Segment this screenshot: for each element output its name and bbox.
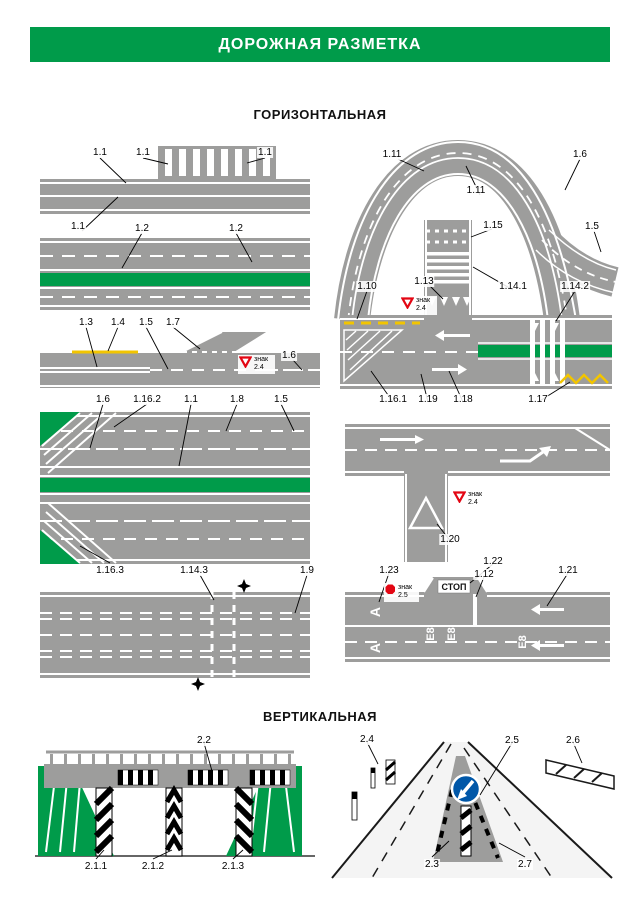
diagram-divided-highway [40, 412, 310, 564]
signal-cross-icon [237, 579, 251, 593]
marking-label: 1.5 [138, 317, 154, 328]
marking-label: 1.15 [482, 220, 504, 231]
give-way-sign-icon [239, 356, 252, 368]
marking-label: 1.8 [229, 394, 245, 405]
marking-label: 1.1 [257, 147, 273, 158]
marking-label: 1.20 [439, 534, 461, 545]
route-number-marking: Е8 [425, 627, 437, 640]
marking-label: 1.1 [135, 147, 151, 158]
marking-label: 2.1.3 [220, 861, 246, 872]
route-number-marking: Е8 [446, 627, 458, 640]
marking-label: 1.5 [273, 394, 289, 405]
marking-label: 1.9 [299, 565, 315, 576]
marking-label: 2.5 [504, 735, 520, 746]
marking-label: 1.6 [281, 350, 297, 361]
give-way-sign-note: знак 2.4 [238, 355, 275, 374]
diagram-perspective-road-vertical-marking [331, 741, 615, 879]
marking-label: 1.19 [417, 394, 439, 405]
diagram-stop-line-road: СТОП А А Е8 Е8 Е8 [345, 577, 610, 662]
marking-label: 1.2 [228, 223, 244, 234]
diagram-t-junction-stem [404, 470, 448, 562]
give-way-sign-note: знак 2.4 [452, 490, 489, 509]
diagram-bridge-vertical-marking [35, 750, 315, 857]
bus-lane-letter-marking: А [367, 643, 383, 653]
give-way-sign-icon [453, 491, 466, 503]
marking-label: 2.1.2 [140, 861, 166, 872]
marking-label: 1.11 [465, 185, 487, 196]
section-title-vertical: ВЕРТИКАЛЬНАЯ [263, 709, 377, 724]
give-way-sign-icon [401, 297, 414, 309]
stop-word-marking: СТОП [441, 582, 466, 592]
marking-label: 2.7 [517, 859, 533, 870]
marking-label: 1.4 [110, 317, 126, 328]
marking-label: 1.6 [572, 149, 588, 160]
marking-label: 2.2 [196, 735, 212, 746]
diagram-fork-road [40, 331, 320, 388]
diagram-overpass-loop [334, 139, 619, 323]
give-way-sign-note: знак 2.4 [400, 296, 437, 315]
marking-label: 2.1.1 [83, 861, 109, 872]
marking-label: 2.4 [359, 734, 375, 745]
marking-label: 2.6 [565, 735, 581, 746]
marking-label: 1.13 [413, 276, 435, 287]
marking-label: 1.3 [78, 317, 94, 328]
bus-lane-letter-marking: А [367, 607, 383, 617]
diagram-road-with-median [40, 238, 310, 310]
diagram-intersection [340, 220, 612, 389]
route-number-marking: Е8 [517, 635, 529, 648]
marking-label: 1.5 [584, 221, 600, 232]
marking-label: 1.11 [381, 149, 403, 160]
poster-header: ДОРОЖНАЯ РАЗМЕТКА [30, 27, 610, 62]
marking-label: 1.1 [183, 394, 199, 405]
marking-label: 1.16.1 [378, 394, 408, 405]
marking-label: 1.2 [134, 223, 150, 234]
marking-label: 1.14.1 [498, 281, 528, 292]
signal-cross-icon [191, 677, 205, 691]
diagram-road-with-crosswalk [40, 146, 310, 214]
stop-sign-note: знак 2.5 [384, 583, 419, 602]
diagram-reversible-road [40, 579, 310, 691]
marking-label: 1.16.3 [95, 565, 125, 576]
marking-label: 1.6 [95, 394, 111, 405]
marking-label: 1.23 [378, 565, 400, 576]
marking-label: 1.17 [527, 394, 549, 405]
marking-label: 1.10 [356, 281, 378, 292]
marking-label: 1.16.2 [132, 394, 162, 405]
marking-label: 1.18 [452, 394, 474, 405]
stop-sign-icon [385, 584, 395, 594]
poster-title: ДОРОЖНАЯ РАЗМЕТКА [218, 35, 422, 53]
marking-label: 1.14.2 [560, 281, 590, 292]
marking-label: 1.21 [557, 565, 579, 576]
marking-label: 1.7 [165, 317, 181, 328]
marking-label: 1.22 [482, 556, 504, 567]
marking-label: 1.12 [473, 569, 495, 580]
diagram-lane-merge-road [345, 424, 611, 476]
marking-label: 2.3 [424, 859, 440, 870]
marking-label: 1.14.3 [179, 565, 209, 576]
section-title-horizontal: ГОРИЗОНТАЛЬНАЯ [253, 107, 387, 122]
marking-label: 1.1 [70, 221, 86, 232]
marking-label: 1.1 [92, 147, 108, 158]
